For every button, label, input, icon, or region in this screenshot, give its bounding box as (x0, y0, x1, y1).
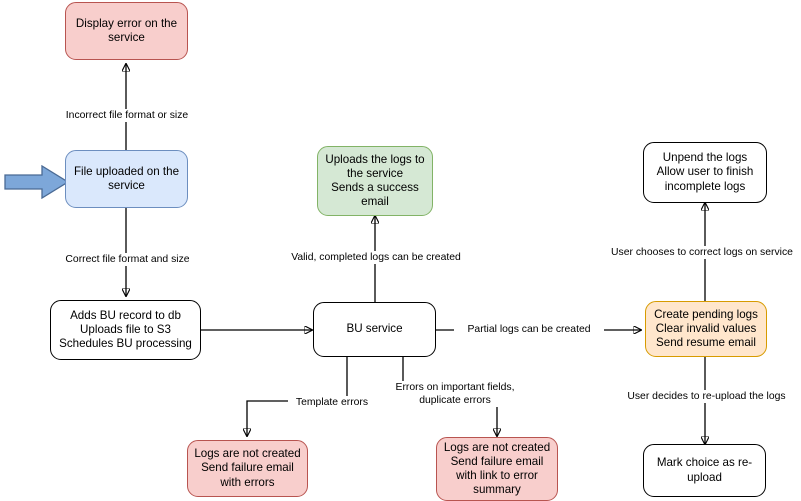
node-bu-service[interactable]: BU service (313, 302, 436, 357)
edge-label-valid-logs: Valid, completed logs can be created (272, 251, 480, 264)
edge-label-template-errors: Template errors (288, 396, 376, 409)
edge-label-important-errors: Errors on important fields, duplicate er… (392, 381, 518, 407)
node-display-error[interactable]: Display error on the service (65, 2, 188, 60)
input-block-arrow (4, 165, 70, 199)
edge-label-user-reupload: User decides to re-upload the logs (613, 390, 800, 403)
node-create-pending-logs[interactable]: Create pending logs Clear invalid values… (645, 301, 767, 357)
node-unpend-logs[interactable]: Unpend the logs Allow user to finish inc… (643, 142, 767, 203)
node-logs-not-created-summary[interactable]: Logs are not created Send failure email … (436, 437, 558, 501)
edge-label-incorrect-format: Incorrect file format or size (46, 109, 208, 122)
edge-label-partial-logs: Partial logs can be created (454, 323, 604, 336)
node-file-uploaded[interactable]: File uploaded on the service (65, 150, 188, 208)
node-logs-not-created-template[interactable]: Logs are not created Send failure email … (187, 440, 308, 497)
node-mark-choice-reupload[interactable]: Mark choice as re- upload (643, 444, 766, 497)
node-uploads-logs[interactable]: Uploads the logs to the service Sends a … (317, 146, 433, 216)
node-adds-bu-record[interactable]: Adds BU record to db Uploads file to S3 … (50, 300, 201, 360)
edge-label-correct-format: Correct file format and size (48, 253, 207, 266)
edge-label-user-corrects: User chooses to correct logs on service (601, 246, 801, 259)
